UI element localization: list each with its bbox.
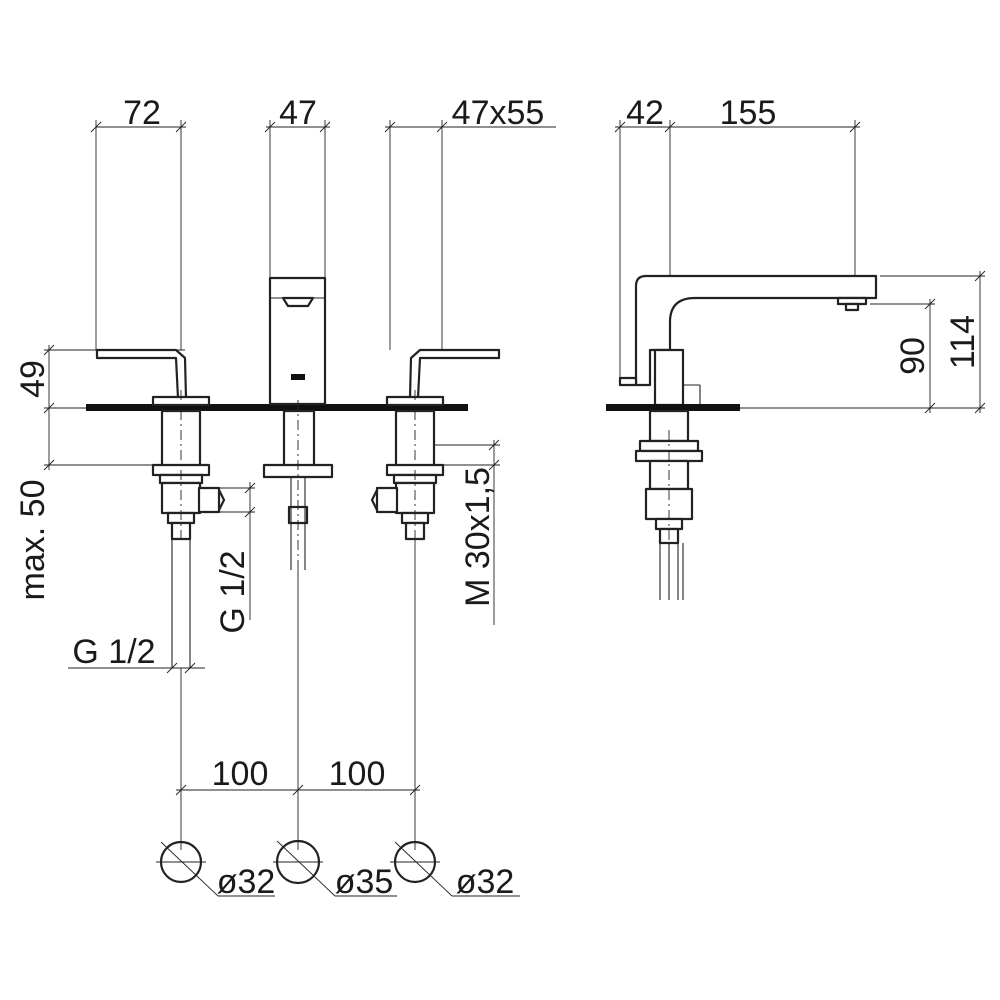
mounting-holes [156,839,520,897]
dim-lever-offset: 42 [626,94,664,132]
dim-spout-width: 47 [279,94,317,132]
top-dimensions-front [90,120,556,350]
right-handle-valve [370,348,501,541]
dim-outlet-height: 90 [894,337,932,375]
hole-center-diameter: ø35 [335,863,394,901]
dim-total-height: 114 [944,315,982,369]
deck-plate [86,404,468,411]
dim-thread-right: G 1/2 [214,550,252,633]
dim-thread-left: G 1/2 [72,633,155,671]
dim-spout-reach: 155 [720,94,777,132]
side-deck-plate [606,404,740,411]
right-dimensions [740,270,986,414]
side-view: 42 155 [606,94,986,600]
left-handle-valve [95,348,226,668]
dim-handle-height: 49 [14,360,52,398]
dim-mount-thread: M 30x1,5 [459,467,497,607]
dim-handle-width: 72 [123,94,161,132]
spout-body [262,276,334,580]
dim-spacing-right: 100 [329,755,386,793]
hole-right-diameter: ø32 [456,863,515,901]
hole-left-diameter: ø32 [217,863,276,901]
dim-max-thickness: max. 50 [14,480,52,601]
front-view: 72 47 47x55 49 max. 50 [14,94,556,901]
dim-spacing-left: 100 [212,755,269,793]
thread-dimensions [68,439,500,674]
spacing-dimensions [175,540,421,850]
side-spout [618,274,878,407]
dim-spout-section: 47x55 [452,94,545,132]
side-fitting [634,409,704,600]
